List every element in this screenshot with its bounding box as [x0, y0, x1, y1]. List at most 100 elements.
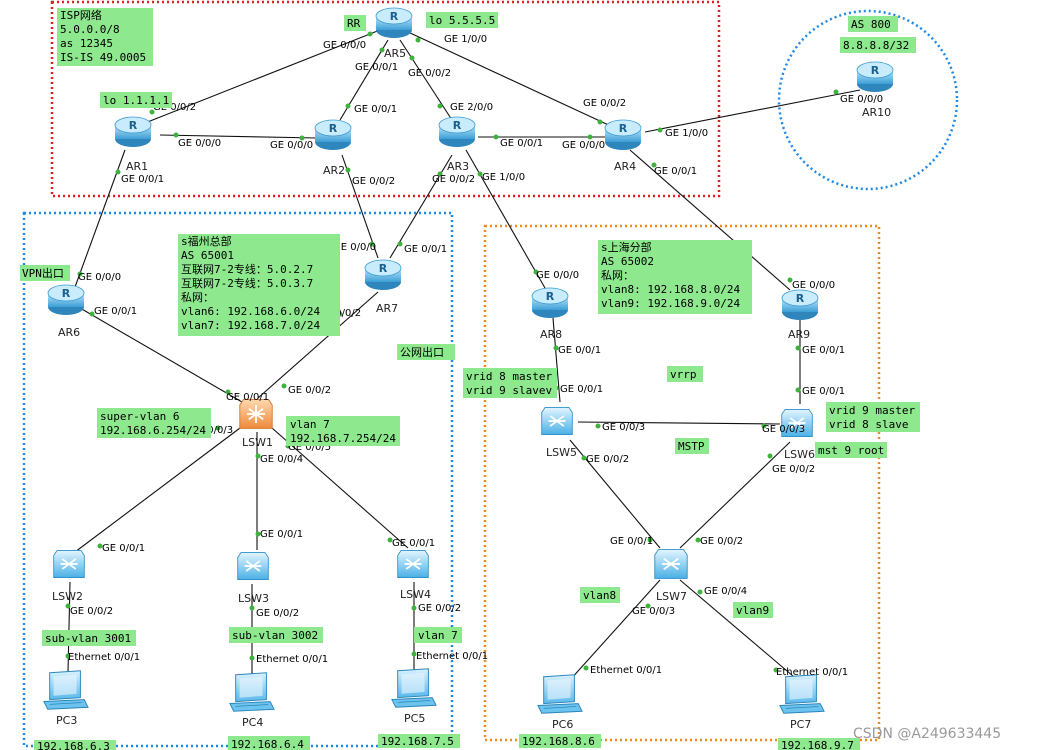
pc3-pc-icon[interactable] [43, 670, 89, 710]
lsw1-ge003-label: GE 0/0/3 [190, 425, 233, 436]
pc5-pc-icon[interactable] [391, 668, 437, 708]
link-ar8-lsw5[interactable] [552, 317, 561, 403]
annotations: ISP网络 5.0.0.0/8 as 12345 IS-IS 49.0005 R… [20, 8, 920, 750]
as800-ip-label: 8.8.8.8/32 [843, 39, 909, 52]
lsw4-switch-icon[interactable] [396, 549, 430, 579]
fuzhou-line4: 互联网7-2专线：5.0.3.7 [181, 276, 313, 290]
ar4-ge001-label: GE 0/0/1 [654, 166, 697, 177]
link-ar7-lsw1[interactable] [257, 291, 379, 399]
link-ar3-ar8[interactable] [465, 149, 546, 289]
vlan7-if-line1: vlan 7 [290, 418, 330, 431]
pc6-pc-icon[interactable] [537, 674, 583, 714]
ar3-label: AR3 [447, 160, 469, 173]
ar1-lo-label: lo 1.1.1.1 [103, 94, 169, 107]
ar5-router-icon[interactable] [375, 7, 413, 39]
ar5-label: AR5 [384, 47, 406, 60]
lsw5-ge003-label: GE 0/0/3 [602, 422, 645, 433]
link-lsw5-lsw6[interactable] [577, 421, 781, 425]
lsw2-switch-icon[interactable] [52, 549, 86, 579]
ar1-ge001-label: GE 0/0/1 [121, 174, 164, 185]
pc7-eth-label: Ethernet 0/0/1 [776, 667, 848, 678]
pc6-label: PC6 [552, 718, 573, 731]
link-ar5-ar4[interactable] [407, 31, 616, 129]
super-vlan-line1: super-vlan 6 [100, 410, 179, 423]
vlan7-if-line2: 192.168.7.254/24 [290, 432, 396, 445]
lsw4-ge001-label: GE 0/0/1 [392, 538, 435, 549]
fuzhou-line7: vlan7: 192.168.7.0/24 [181, 319, 320, 332]
ar7-ge000-label: GE 0/0/0 [333, 242, 376, 253]
link-lsw7-pc6[interactable] [569, 579, 661, 681]
lsw7-ge003-label: GE 0/0/3 [632, 606, 675, 617]
link-lsw1-lsw4[interactable] [271, 427, 409, 549]
fuzhou-line5: 私网： [181, 291, 214, 304]
fuzhou-line1: s福州总部 [181, 234, 232, 248]
link-ar1-ar2[interactable] [159, 134, 319, 139]
pc7-pc-icon[interactable] [779, 674, 825, 714]
lsw1-label: LSW1 [242, 436, 273, 449]
lsw4-label: LSW4 [400, 588, 431, 601]
ar3-router-icon[interactable] [438, 116, 476, 148]
fuzhou-line6: vlan6: 192.168.6.0/24 [181, 305, 320, 318]
pc7-ip-label: 192.168.9.7 [781, 739, 854, 750]
link-ar5-ar3[interactable] [399, 39, 453, 121]
pc7-label: PC7 [790, 718, 811, 731]
ar5-ge100-label: GE 1/0/0 [444, 34, 487, 45]
ar3-ge100-label: GE 1/0/0 [482, 172, 525, 183]
ar2-router-icon[interactable] [314, 119, 352, 151]
pc3-eth-label: Ethernet 0/0/1 [68, 652, 140, 663]
lsw7-ge002-label: GE 0/0/2 [700, 536, 743, 547]
pc4-pc-icon[interactable] [229, 672, 275, 712]
lsw1-core-switch-icon[interactable] [238, 398, 274, 430]
ar6-router-icon[interactable] [47, 284, 85, 316]
lsw5-ge002-label: GE 0/0/2 [586, 454, 629, 465]
as800-label: AS 800 [851, 18, 891, 31]
ar4-router-icon[interactable] [604, 119, 642, 151]
link-lsw7-pc7[interactable] [679, 579, 801, 683]
ar1-label: AR1 [126, 160, 148, 173]
ar9-ge001-label: GE 0/0/1 [802, 345, 845, 356]
ar9-router-icon[interactable] [781, 289, 819, 321]
ar8-router-icon[interactable] [531, 287, 569, 319]
ar5-lo-label: lo 5.5.5.5 [429, 14, 495, 27]
pc5-ip-label: 192.168.7.5 [381, 735, 454, 748]
link-ar6-lsw1[interactable] [79, 307, 243, 403]
ar2-ge001-label: GE 0/0/1 [354, 104, 397, 115]
device-labels: AR5 AR1 AR2 AR3 AR4 AR10 AR6 AR7 AR8 AR9… [52, 47, 891, 731]
pc4-ip-label: 192.168.6.4 [231, 738, 304, 750]
ar8-ge001-label: GE 0/0/1 [558, 345, 601, 356]
port-labels: GE 0/0/0 GE 1/0/0 GE 0/0/1 GE 0/0/2 GE 0… [68, 34, 883, 678]
ar1-ge000-label: GE 0/0/0 [178, 138, 221, 149]
lsw3-switch-icon[interactable] [236, 551, 270, 581]
link-ar4-ar9[interactable] [629, 149, 791, 291]
pc5-label: PC5 [404, 712, 425, 725]
link-lsw1-lsw2[interactable] [74, 427, 241, 553]
vlan8-label: vlan8 [583, 589, 616, 602]
link-lsw6-lsw7[interactable] [679, 441, 791, 549]
lsw6-ge003-label: GE 0/0/3 [762, 424, 805, 435]
ar8-label: AR8 [540, 328, 562, 341]
shanghai-line2: AS 65002 [601, 255, 654, 268]
lsw1-ge001-label: GE 0/0/1 [226, 392, 269, 403]
ar1-router-icon[interactable] [114, 116, 152, 148]
lsw6-vrid-line2: vrid 8 slave [829, 418, 908, 431]
lsw6-label: LSW6 [784, 448, 815, 461]
ar6-ge001-label: GE 0/0/1 [94, 306, 137, 317]
lsw5-ge001-label: GE 0/0/1 [560, 384, 603, 395]
shanghai-line3: 私网： [601, 269, 634, 282]
pc4-label: PC4 [242, 716, 263, 729]
shanghai-line4: vlan8: 192.168.8.0/24 [601, 283, 740, 296]
ar2-ge000-label: GE 0/0/0 [270, 140, 313, 151]
link-ar4-ar10[interactable] [644, 89, 861, 133]
ar7-router-icon[interactable] [364, 259, 402, 291]
ar4-ge002-label: GE 0/0/2 [583, 98, 626, 109]
lsw5-switch-icon[interactable] [540, 406, 574, 436]
ar9-label: AR9 [788, 328, 810, 341]
ar4-label: AR4 [614, 160, 636, 173]
link-ar5-ar1[interactable] [139, 27, 386, 126]
mst-root-label: mst 9 root [818, 444, 884, 457]
lsw7-switch-icon[interactable] [653, 548, 689, 580]
csdn-watermark: CSDN @A249633445 [853, 726, 1001, 742]
lsw2-ge001-label: GE 0/0/1 [102, 543, 145, 554]
ar10-router-icon[interactable] [856, 61, 894, 93]
ar5-ge001-label: GE 0/0/1 [355, 62, 398, 73]
